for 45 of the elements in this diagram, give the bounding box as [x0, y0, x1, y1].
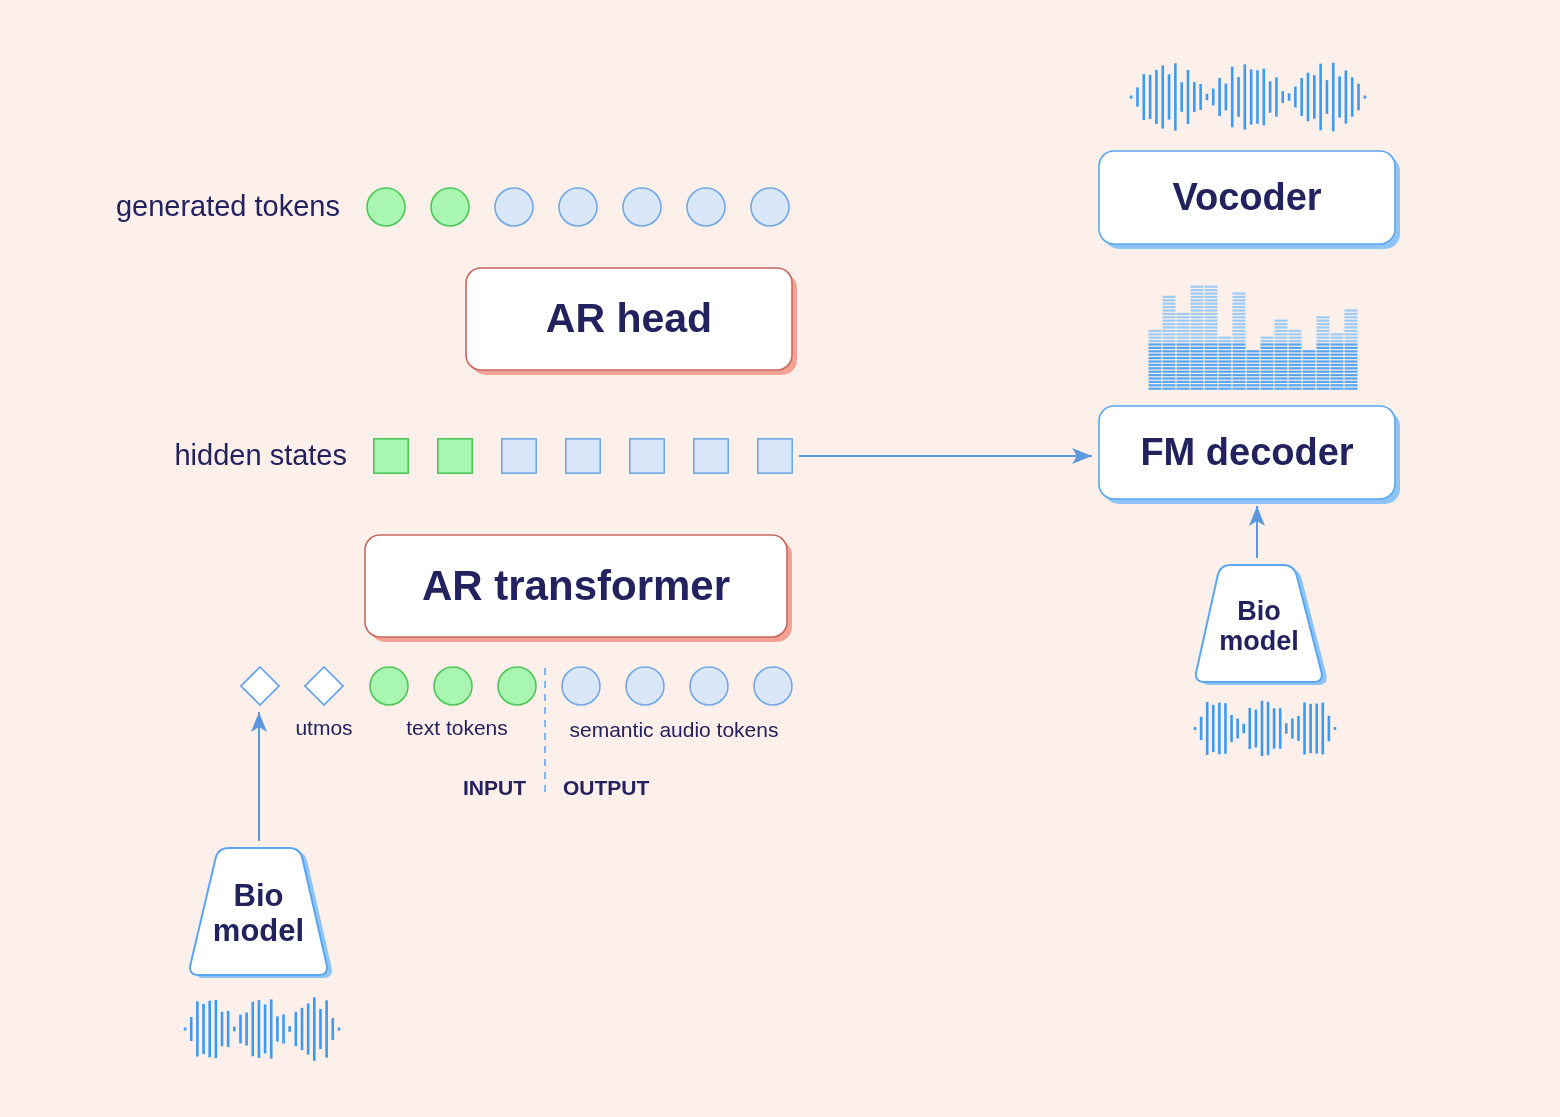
token-group-label: semantic audio tokens	[569, 718, 779, 742]
token-circle	[558, 187, 598, 227]
token-circle	[753, 666, 793, 706]
hidden-state-square	[565, 438, 601, 474]
token-diamond	[304, 666, 344, 706]
token-circle	[497, 666, 537, 706]
row-label: hidden states	[174, 440, 347, 472]
module-title: AR head	[545, 296, 713, 342]
module-title: Bio model	[1218, 595, 1300, 657]
hidden-state-square	[437, 438, 473, 474]
module-title: Vocoder	[1172, 176, 1322, 219]
arrow	[251, 711, 267, 842]
token-circle	[625, 666, 665, 706]
process-box	[1098, 405, 1401, 505]
token-circle	[433, 666, 473, 706]
process-box	[1098, 150, 1401, 250]
hidden-state-square	[757, 438, 793, 474]
token-diamond	[240, 666, 280, 706]
hidden-state-square	[629, 438, 665, 474]
arrow	[1249, 505, 1265, 559]
token-circle	[561, 666, 601, 706]
arrow	[798, 448, 1093, 464]
token-circle	[750, 187, 790, 227]
hidden-state-square	[693, 438, 729, 474]
module-title: AR transformer	[421, 562, 731, 610]
token-circle	[494, 187, 534, 227]
model-trapezoid	[1193, 564, 1330, 688]
hidden-state-square	[501, 438, 537, 474]
module-title: Bio model	[211, 879, 306, 949]
model-trapezoid	[187, 847, 335, 981]
token-circle	[622, 187, 662, 227]
token-circle	[689, 666, 729, 706]
module-title: FM decoder	[1140, 431, 1354, 474]
hidden-state-square	[373, 438, 409, 474]
row-label: generated tokens	[115, 191, 340, 223]
token-group-label: text tokens	[406, 716, 508, 740]
section-label: INPUT	[463, 776, 526, 800]
token-group-label: utmos	[295, 716, 353, 740]
token-circle	[369, 666, 409, 706]
process-box	[465, 267, 798, 376]
process-box	[364, 534, 793, 643]
token-circle	[686, 187, 726, 227]
token-circle	[430, 187, 470, 227]
section-label: OUTPUT	[563, 776, 650, 800]
token-circle	[366, 187, 406, 227]
